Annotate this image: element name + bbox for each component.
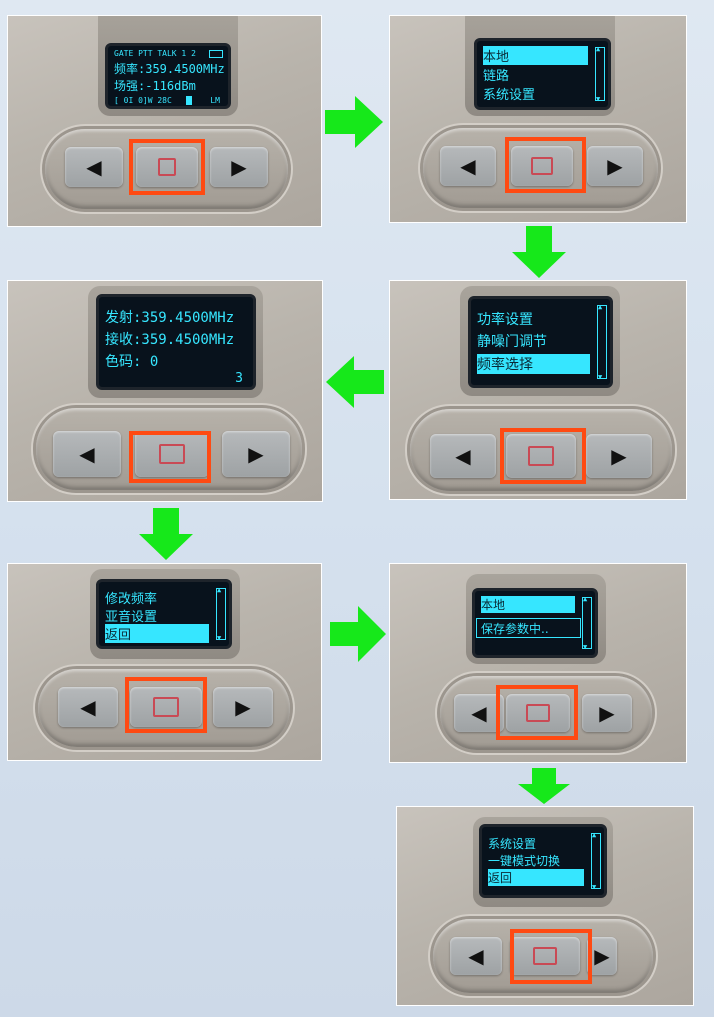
left-triangle-icon: ◀ [79,442,95,466]
left-triangle-icon: ◀ [86,155,102,179]
arrow-icon [139,508,193,560]
arrow-icon [325,96,383,148]
left-triangle-icon: ◀ [455,444,471,468]
square-icon [159,444,185,464]
step-5-panel: 修改频率 亚音设置 返回 ◀ ▶ [7,563,322,761]
left-key[interactable]: ◀ [440,146,496,186]
highlight-box [129,139,205,195]
info-line: [ 0I 0]W 28C [114,96,172,105]
right-key[interactable]: ▶ [587,146,643,186]
scrollbar[interactable] [216,586,226,642]
right-triangle-icon: ▶ [594,944,610,968]
menu-item-local[interactable]: 本地 [481,596,575,613]
step-4-panel: 发射:359.4500MHz 接收:359.4500MHz 色码: 0 3 ◀ … [7,280,323,502]
menu-item-back[interactable]: 返回 [105,624,209,643]
menu-item-subtone-settings[interactable]: 亚音设置 [105,610,158,625]
scrollbar[interactable] [597,303,607,381]
menu-item-system-settings[interactable]: 系统设置 [488,837,537,851]
center-key[interactable] [130,687,202,727]
cursor-block [186,96,192,105]
left-key[interactable]: ◀ [53,431,121,477]
channel-number: 3 [235,371,243,386]
highlight-box [496,685,578,740]
menu-item-one-key-mode-switch[interactable]: 一键模式切换 [488,854,561,868]
left-triangle-icon: ◀ [460,154,476,178]
step-1-panel: GATE PTT TALK 1 2 频率:359.4500MHz 场强:-116… [7,15,322,227]
right-triangle-icon: ▶ [599,701,615,725]
color-code: 色码: 0 [105,354,159,370]
highlight-box [500,428,586,484]
center-key[interactable] [506,694,570,732]
menu-item-modify-frequency[interactable]: 修改频率 [105,592,158,607]
oled-screen: GATE PTT TALK 1 2 频率:359.4500MHz 场强:-116… [105,43,231,109]
center-key[interactable] [506,434,576,478]
right-key[interactable]: ▶ [222,431,290,477]
right-key[interactable]: ▶ [586,434,652,478]
left-key[interactable]: ◀ [58,687,118,727]
left-key[interactable]: ◀ [430,434,496,478]
right-triangle-icon: ▶ [235,695,251,719]
square-icon [158,158,176,176]
lm-label: LM [210,96,220,105]
step-7-panel: 系统设置 一键模式切换 返回 ◀ ▶ [396,806,694,1006]
menu-item-link[interactable]: 链路 [483,69,510,84]
transmit-frequency: 发射:359.4500MHz [105,310,235,326]
oled-screen: 系统设置 一键模式切换 返回 [479,824,607,898]
highlight-box [505,137,586,193]
left-triangle-icon: ◀ [80,695,96,719]
menu-item-squelch-adjust[interactable]: 静噪门调节 [477,334,547,350]
scrollbar[interactable] [591,831,601,891]
oled-screen: 发射:359.4500MHz 接收:359.4500MHz 色码: 0 3 [96,294,256,390]
right-key[interactable]: ▶ [582,694,632,732]
oled-screen: 本地 链路 系统设置 [474,38,611,110]
center-key[interactable] [136,147,198,187]
right-key[interactable]: ▶ [213,687,273,727]
oled-screen: 功率设置 静噪门调节 频率选择 [468,296,613,388]
signal-strength-line: 场强:-116dBm [114,79,196,93]
menu-item-back[interactable]: 返回 [488,869,584,886]
square-icon [528,446,554,466]
status-line: GATE PTT TALK 1 2 [114,49,196,58]
center-key[interactable] [511,146,573,186]
center-key[interactable] [510,937,580,975]
square-icon [531,157,553,175]
menu-item-power-settings[interactable]: 功率设置 [477,312,533,328]
highlight-box [510,929,592,984]
right-triangle-icon: ▶ [611,444,627,468]
square-icon [526,704,550,722]
right-key[interactable]: ▶ [587,937,617,975]
right-triangle-icon: ▶ [231,155,247,179]
battery-icon [209,50,223,58]
center-key[interactable] [135,431,209,477]
menu-item-frequency-select[interactable]: 频率选择 [477,354,590,374]
right-key[interactable]: ▶ [210,147,268,187]
left-key[interactable]: ◀ [454,694,504,732]
saving-parameters-popup: 保存参数中.. [476,618,581,638]
left-triangle-icon: ◀ [468,944,484,968]
step-6-panel: 本地 保存参数中.. ◀ ▶ [389,563,687,763]
scrollbar[interactable] [595,45,605,103]
step-2-panel: 本地 链路 系统设置 ◀ ▶ [389,15,687,223]
oled-screen: 修改频率 亚音设置 返回 [96,579,232,649]
frequency-line: 频率:359.4500MHz [114,62,225,76]
right-triangle-icon: ▶ [607,154,623,178]
highlight-box [129,431,211,483]
menu-item-local[interactable]: 本地 [483,46,588,65]
arrow-icon [326,356,384,408]
square-icon [533,947,557,965]
left-key[interactable]: ◀ [65,147,123,187]
left-key[interactable]: ◀ [450,937,502,975]
scrollbar[interactable] [582,595,592,651]
highlight-box [125,677,207,733]
step-3-panel: 功率设置 静噪门调节 频率选择 ◀ ▶ [389,280,687,500]
left-triangle-icon: ◀ [471,701,487,725]
menu-item-system-settings[interactable]: 系统设置 [483,88,536,103]
right-triangle-icon: ▶ [248,442,264,466]
arrow-icon [330,606,386,662]
receive-frequency: 接收:359.4500MHz [105,332,235,348]
arrow-icon [512,226,566,278]
square-icon [153,697,179,717]
arrow-icon [518,768,570,804]
